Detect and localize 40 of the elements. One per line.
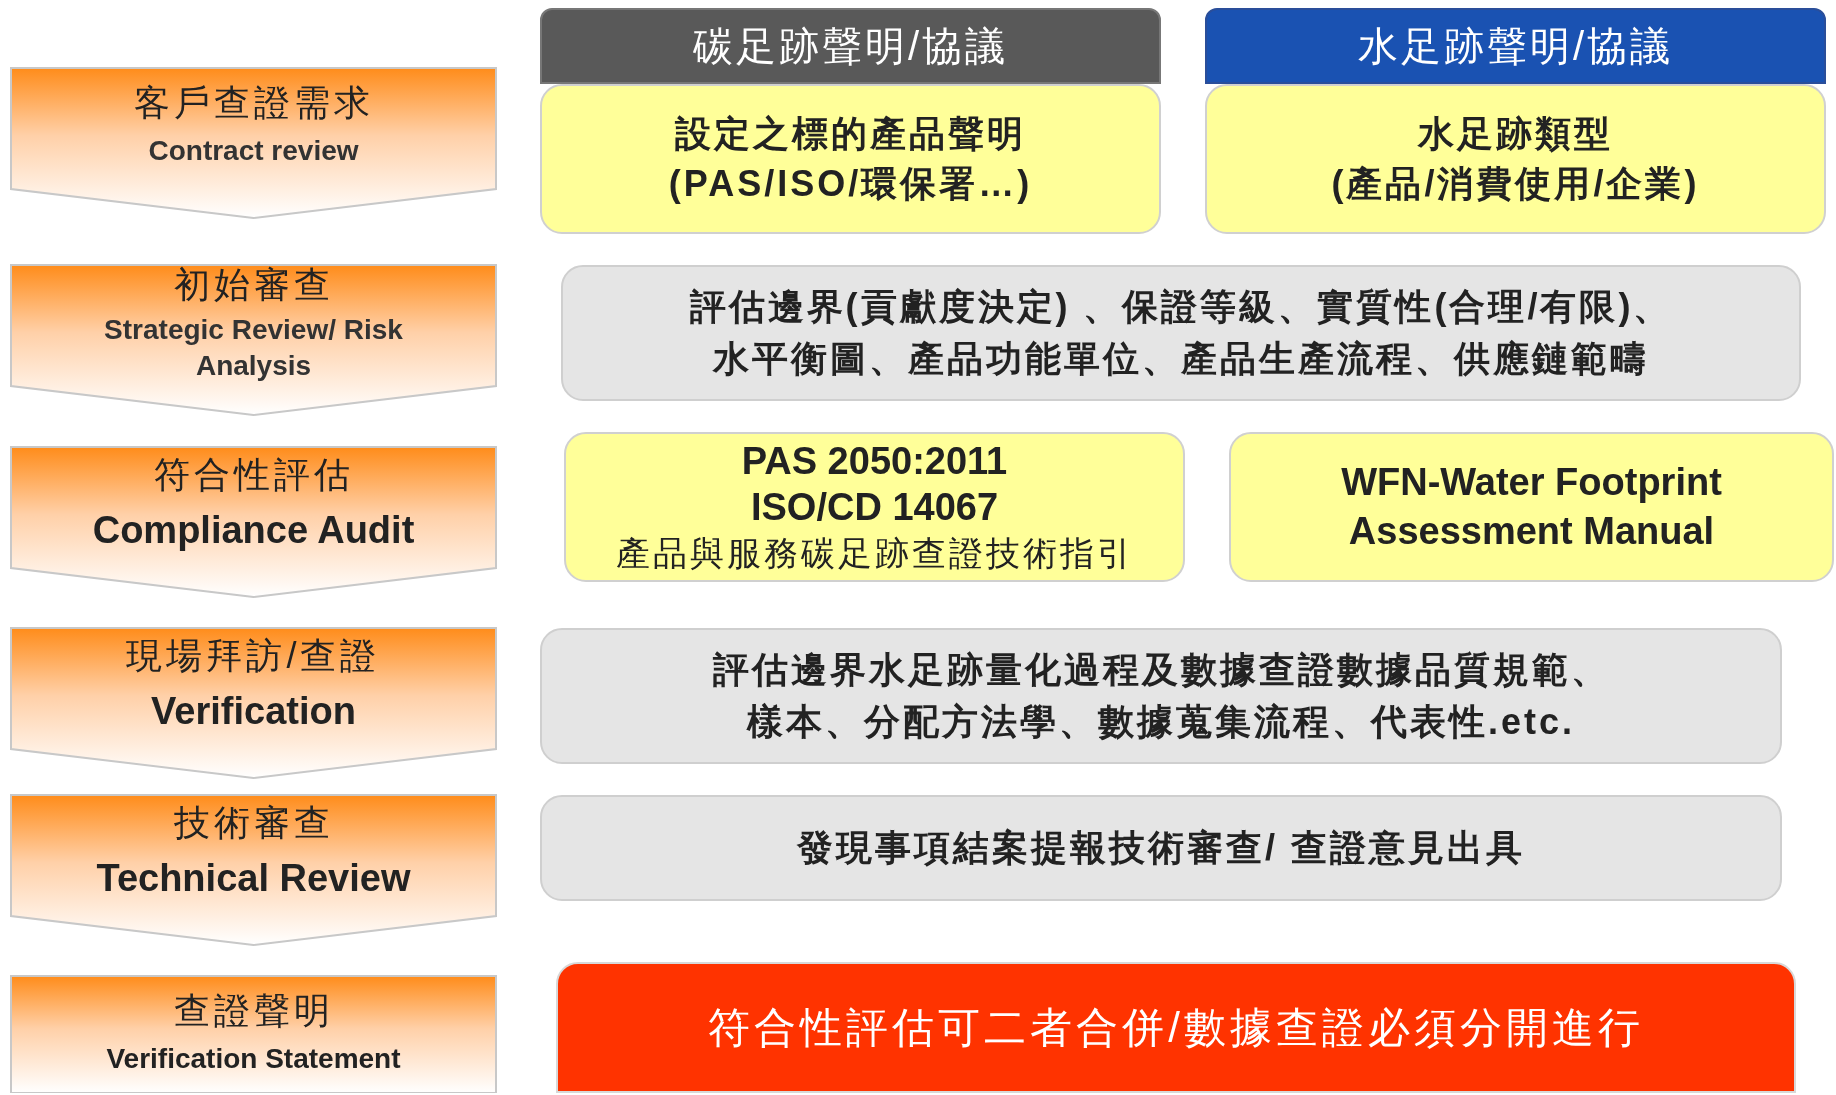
- box-text: 水足跡聲明/協議: [1357, 23, 1674, 70]
- stage-label-panel: [10, 627, 497, 779]
- step-subtitle: Contract review: [148, 134, 359, 168]
- standard-box: [540, 84, 1161, 234]
- box-text: 設定之標的產品聲明 (PAS/ISO/環保署…): [667, 111, 1034, 206]
- standard-box: [1205, 84, 1826, 234]
- step-title: 查證聲明: [173, 989, 334, 1033]
- stage-label-panel: [10, 975, 497, 1093]
- step-title: 符合性評估: [153, 452, 354, 497]
- step-subtitle: Technical Review: [96, 855, 411, 901]
- step-title: 初始審查: [173, 262, 334, 307]
- box-text: 碳足跡聲明/協議: [692, 23, 1009, 70]
- step-subtitle: Verification: [151, 688, 356, 734]
- description-box: [561, 265, 1801, 401]
- stage-label-panel: [10, 794, 497, 946]
- box-text: PAS 2050:2011: [741, 439, 1008, 485]
- box-text: ISO/CD 14067: [750, 484, 999, 530]
- box-text: WFN-Water Footprint Assessment Manual: [1340, 459, 1723, 554]
- box-text: 評估邊界水足跡量化過程及數據查證數據品質規範、樣本、分配方法學、數據蒐集流程、代表性.etc.: [711, 647, 1611, 744]
- box-text: 產品與服務碳足跡查證技術指引: [615, 532, 1134, 574]
- box-text: 發現事項結案提報技術審查/ 查證意見出具: [797, 826, 1525, 870]
- step-subtitle: Strategic Review/ Risk Analysis: [103, 312, 404, 383]
- header-box: [540, 8, 1161, 84]
- box-text: 符合性評估可二者合併/數據查證必須分開進行: [708, 1003, 1644, 1053]
- note-banner: [556, 962, 1796, 1093]
- description-box: [540, 795, 1782, 901]
- header-box: [1205, 8, 1826, 84]
- box-text: 評估邊界(貢獻度決定) 、保證等級、實質性(合理/有限)、水平衡圖、產品功能單位、產品生產流程、供應鏈範疇: [688, 284, 1674, 381]
- step-title: 現場拜訪/查證: [126, 633, 381, 678]
- step-title: 客戶查證需求: [133, 81, 374, 125]
- stage-label-panel: [10, 446, 497, 598]
- stage-label-panel: [10, 264, 497, 416]
- step-title: 技術審查: [173, 800, 334, 845]
- box-text: 水足跡類型 (產品/消費使用/企業): [1330, 111, 1701, 206]
- stage-label-panel: [10, 67, 497, 219]
- step-subtitle: Verification Statement: [106, 1042, 401, 1076]
- standard-box: [1229, 432, 1834, 582]
- description-box: [540, 628, 1782, 764]
- step-subtitle: Compliance Audit: [92, 507, 415, 553]
- standard-box: [564, 432, 1185, 582]
